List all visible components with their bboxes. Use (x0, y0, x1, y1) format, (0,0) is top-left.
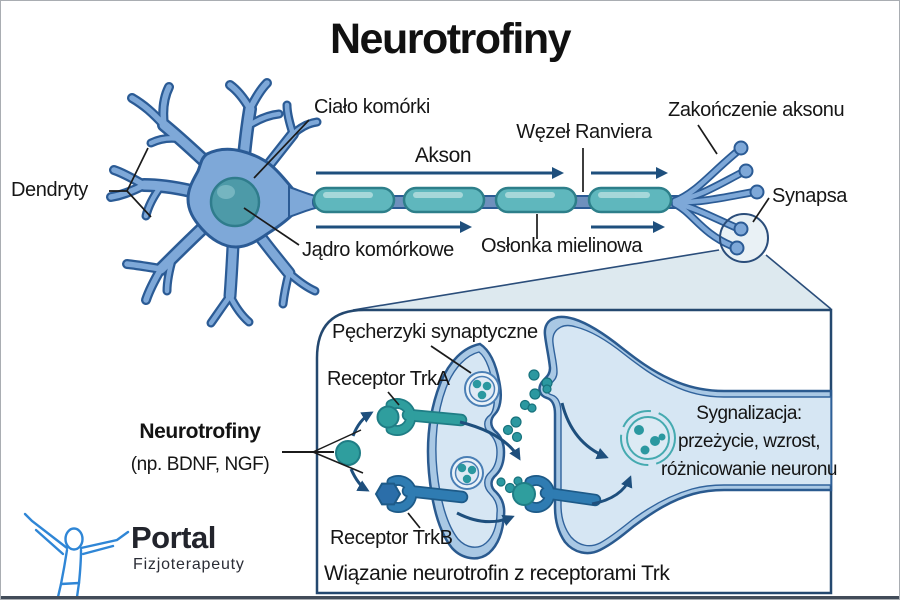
axon-terminal (671, 140, 765, 256)
logo-subtitle: Fizjoterapeuty (133, 556, 245, 573)
impulse-arrows (316, 167, 668, 233)
synapse-inset (282, 315, 833, 560)
label-dendrites: Dendryty (11, 179, 88, 201)
signaling-arrows (349, 402, 633, 527)
label-receptor-trkb: Receptor TrkB (330, 527, 453, 549)
neuron-cell (106, 78, 765, 328)
pointer-lines (109, 119, 770, 246)
nucleus (209, 176, 261, 228)
signaling-line1: Sygnalizacja: (696, 403, 802, 424)
postsynaptic-trk-receptor (512, 475, 602, 513)
signaling-line3: różnicowanie neuronu (661, 459, 837, 480)
label-cell-body: Ciało komórki (314, 96, 430, 118)
label-receptor-trka: Receptor TrkA (327, 368, 450, 390)
myelin-segments (312, 186, 673, 214)
label-synaptic-vesicles: Pęcherzyki synaptyczne (332, 321, 538, 343)
label-myelin-sheath: Osłonka mielinowa (481, 235, 643, 257)
label-synapse: Synapsa (772, 185, 848, 207)
label-axon: Akson (414, 144, 472, 167)
label-axon-terminal: Zakończenie aksonu (668, 99, 845, 121)
image-bottom-border (1, 596, 899, 599)
logo-name: Portal (131, 520, 216, 555)
signaling-line2: przeżycie, wzrost, (678, 431, 820, 452)
neurotrophins-title: Neurotrofiny (139, 420, 261, 443)
neurotrophins-label-block: Neurotrofiny (np. BDNF, NGF) (119, 420, 281, 476)
label-nucleus: Jądro komórkowe (302, 239, 454, 261)
signaling-text-block: Sygnalizacja: przeżycie, wzrost, różnico… (647, 400, 851, 484)
label-node-of-ranvier: Węzeł Ranviera (516, 121, 652, 143)
page-title: Neurotrofiny (330, 15, 572, 63)
synapse-magnifier-circle (719, 213, 769, 263)
raised-arms-person-icon (23, 512, 130, 599)
synaptic-vesicle (464, 371, 500, 407)
receptor-trkb (374, 475, 469, 513)
inset-caption: Wiązanie neurotrofin z receptorami Trk (324, 562, 670, 585)
inset-pointer-lines (282, 345, 472, 529)
signaling-endosome (620, 410, 676, 466)
neurotrophins-examples: (np. BDNF, NGF) (130, 454, 270, 475)
synaptic-vesicle (450, 456, 484, 490)
neurotrophin-ball (335, 440, 361, 466)
